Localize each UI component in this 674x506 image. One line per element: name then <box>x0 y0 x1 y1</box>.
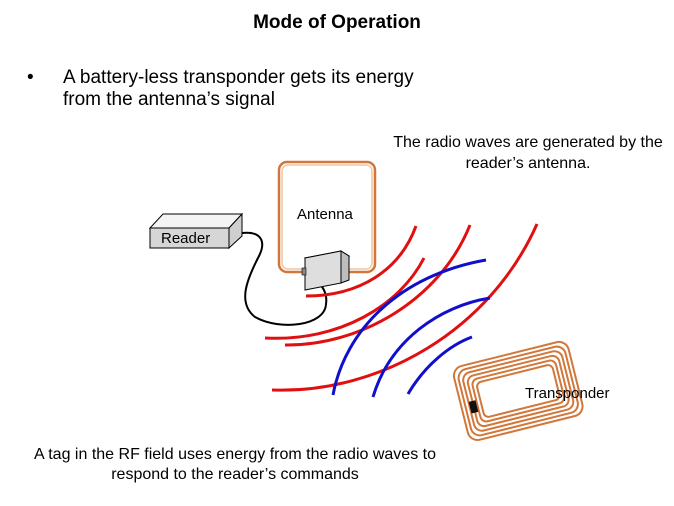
red-wave-4 <box>271 223 539 392</box>
transponder-chip <box>468 400 479 414</box>
red-waves <box>264 223 539 392</box>
red-wave-3 <box>264 257 426 340</box>
antenna-label: Antenna <box>297 206 354 223</box>
tag-note: A tag in the RF field uses energy from t… <box>34 446 436 483</box>
transponder-label: Transponder <box>525 385 610 402</box>
slide-title: Mode of Operation <box>253 12 421 33</box>
blue-wave-1 <box>331 258 487 396</box>
red-wave-2 <box>284 224 472 347</box>
antenna-connector <box>301 250 351 291</box>
blue-wave-3 <box>406 335 473 395</box>
transponder-coil <box>452 340 584 441</box>
bullet-text: A battery-less transponder gets its ener… <box>63 67 414 110</box>
reader-box <box>148 212 244 250</box>
radio-waves-note: The radio waves are generated by the rea… <box>393 134 663 172</box>
red-wave-1 <box>305 225 418 298</box>
blue-wave-2 <box>371 296 491 398</box>
reader-label: Reader <box>161 230 210 247</box>
bullet-marker: • <box>27 67 34 88</box>
blue-waves <box>331 258 491 398</box>
